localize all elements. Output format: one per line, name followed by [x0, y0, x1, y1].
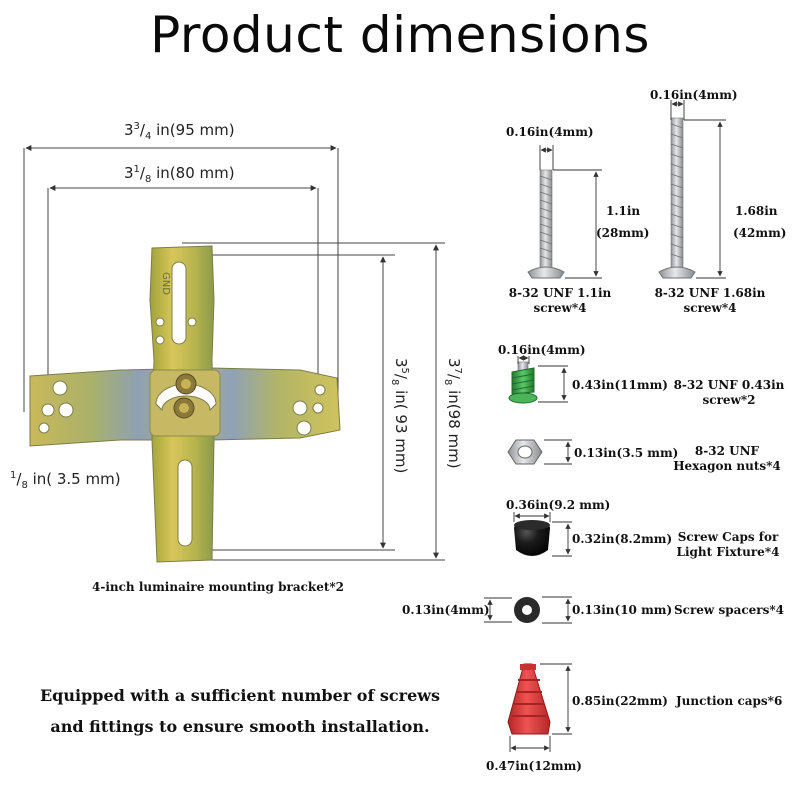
bracket-stamp: GND [160, 272, 171, 295]
spacer-name-label: Screw spacers*4 [674, 603, 785, 617]
installation-note-line1: Equipped with a sufficient number of scr… [39, 686, 441, 705]
long-screw-length-in-label: 1.68in [735, 204, 778, 218]
bracket-name-label: 4-inch luminaire mounting bracket*2 [92, 580, 345, 594]
spacer-image [514, 597, 540, 623]
junction-cap-dimension-lines [509, 663, 572, 752]
short-screw-name-label: 8-32 UNF 1.1in screw*4 [508, 286, 612, 315]
short-screw-diameter-label: 0.16in(4mm) [506, 125, 594, 139]
green-screw-name-label: 8-32 UNF 0.43in screw*2 [673, 378, 785, 407]
screw-cap-height-label: 0.32in(8.2mm) [572, 532, 673, 546]
page-title: Product dimensions [150, 6, 650, 64]
green-screw-dimension-lines [517, 355, 568, 403]
spacer-dimension-lines [484, 596, 572, 624]
long-screw-dimension-lines [670, 100, 726, 279]
bracket-hole-diameter-label: 1/8 in( 3.5 mm) [10, 470, 121, 491]
hex-nut-dimension-lines [544, 439, 572, 465]
long-screw-name-label: 8-32 UNF 1.68in screw*4 [654, 286, 766, 315]
bracket-hole-spacing-label: 31/8 in(80 mm) [124, 164, 235, 185]
screw-cap-image [514, 520, 550, 556]
screw-cap-width-label: 0.36in(9.2 mm) [506, 498, 611, 512]
short-screw-length-mm-label: (28mm) [596, 226, 650, 240]
bracket-total-height-label: 37/8 in(98 mm) [442, 358, 463, 469]
screw-cap-dimension-lines [513, 512, 572, 557]
spacer-outer-label: 0.13in(10 mm) [572, 603, 673, 617]
junction-cap-width-label: 0.47in(12mm) [486, 759, 582, 773]
installation-note: Equipped with a sufficient number of scr… [20, 680, 460, 742]
junction-cap-image [507, 663, 551, 735]
green-screw-image [508, 361, 538, 404]
installation-note-line2: and fittings to ensure smooth installati… [50, 717, 430, 736]
long-screw-length-mm-label: (42mm) [733, 226, 787, 240]
junction-cap-name-label: Junction caps*6 [676, 694, 783, 708]
long-screw-image [658, 117, 696, 279]
short-screw-dimension-lines [539, 145, 602, 279]
bracket-height-label: 35/8 in( 93 mm) [389, 358, 410, 474]
long-screw-diameter-label: 0.16in(4mm) [650, 88, 738, 102]
bracket-width-label: 33/4 in(95 mm) [124, 121, 235, 142]
green-screw-length-label: 0.43in(11mm) [572, 378, 668, 392]
hex-nut-image [507, 439, 543, 465]
short-screw-image [527, 169, 565, 279]
bracket-dimension-lines [23, 145, 445, 561]
mounting-bracket: GND [29, 245, 341, 563]
hex-nut-name-label: 8-32 UNF Hexagon nuts*4 [673, 444, 781, 473]
green-screw-diameter-label: 0.16in(4mm) [498, 343, 586, 357]
screw-cap-name-label: Screw Caps for Light Fixture*4 [676, 530, 780, 559]
junction-cap-height-label: 0.85in(22mm) [572, 694, 668, 708]
short-screw-length-in-label: 1.1in [606, 204, 641, 218]
spacer-inner-label: 0.13in(4mm) [402, 603, 490, 617]
hex-nut-size-label: 0.13in(3.5 mm) [574, 446, 679, 460]
